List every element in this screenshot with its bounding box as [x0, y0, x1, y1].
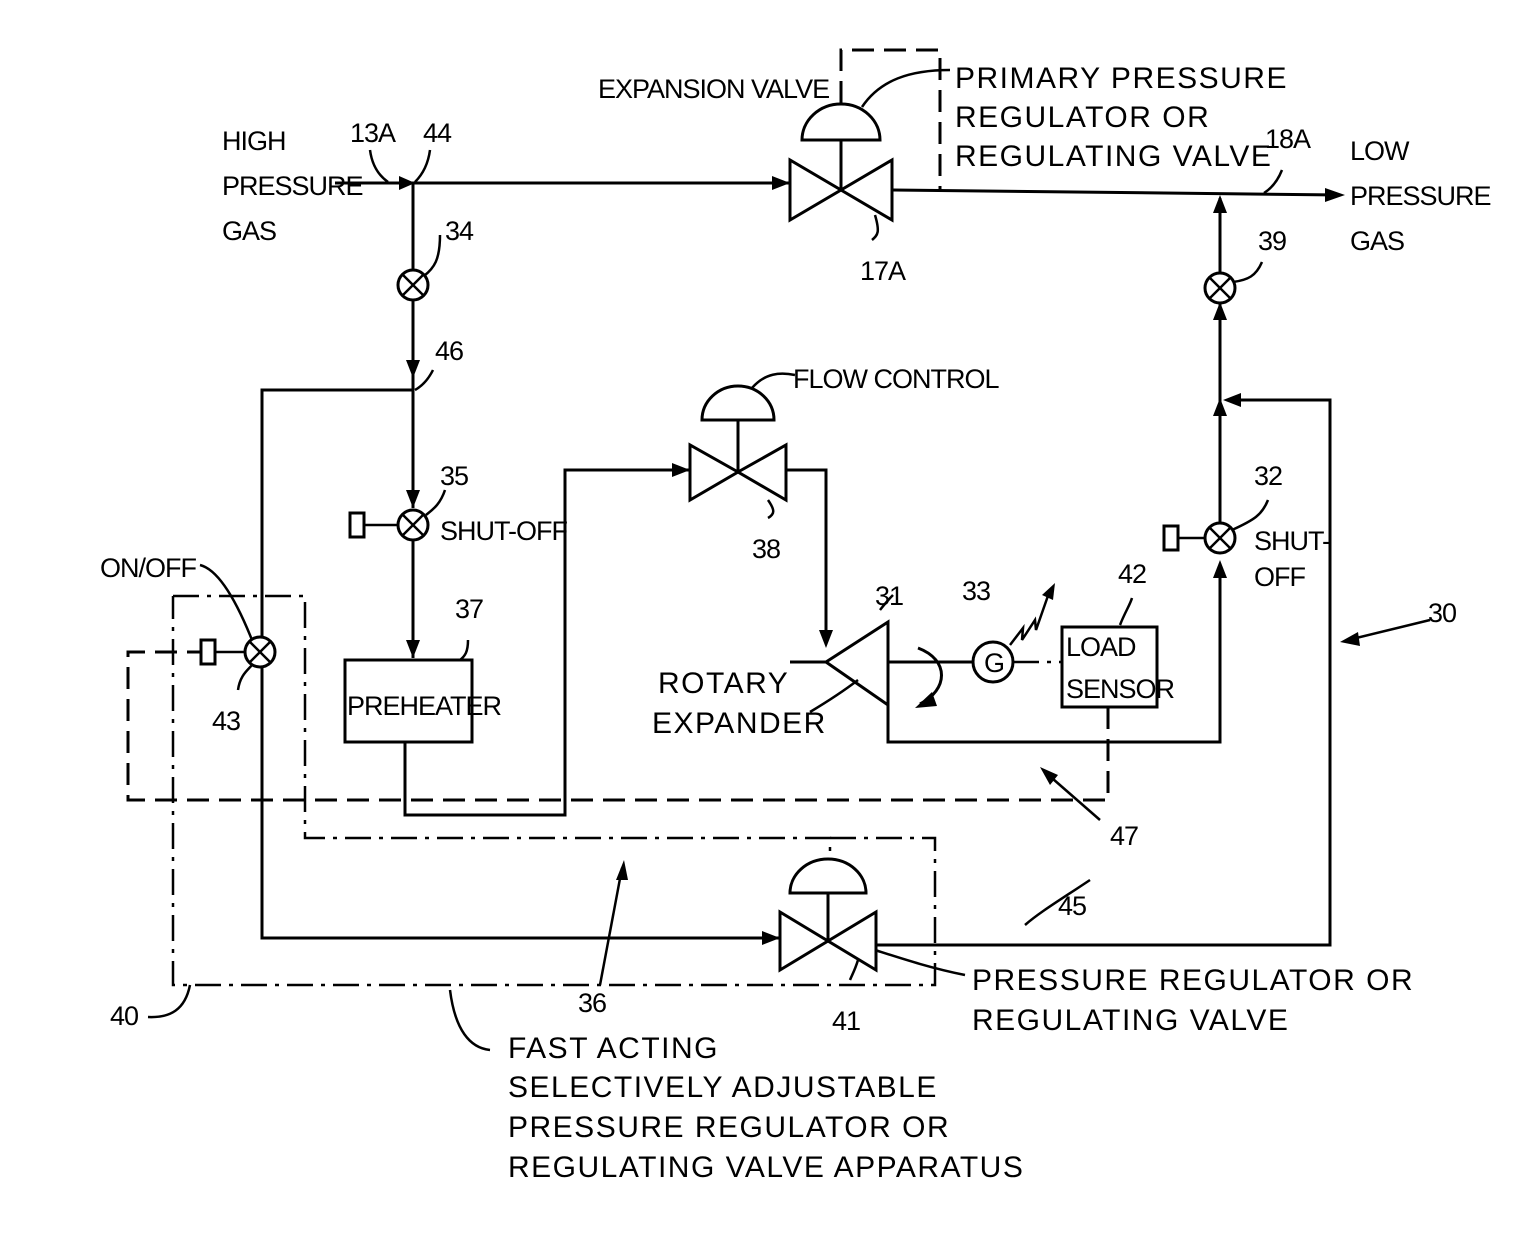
primary-regulator-label: PRIMARY PRESSURE REGULATOR OR REGULATING… — [955, 62, 1288, 173]
ref-36: 36 — [578, 988, 606, 1018]
ref-37: 37 — [455, 594, 483, 624]
svg-text:LOAD: LOAD — [1066, 632, 1136, 662]
shut-off-valve-32 — [1164, 523, 1235, 553]
svg-text:PRESSURE REGULATOR OR: PRESSURE REGULATOR OR — [508, 1111, 950, 1144]
ref-31: 31 — [875, 581, 903, 611]
ref-30: 30 — [1428, 598, 1456, 628]
svg-text:SENSOR: SENSOR — [1066, 674, 1175, 704]
svg-text:EXPANDER: EXPANDER — [652, 707, 827, 740]
ref-39: 39 — [1258, 226, 1286, 256]
ref-44: 44 — [423, 118, 452, 148]
ref-41: 41 — [832, 1006, 860, 1036]
flow-control-valve-38 — [690, 374, 795, 518]
valve-39 — [1205, 273, 1235, 303]
high-pressure-gas-label: HIGH PRESSURE GAS — [222, 126, 363, 246]
svg-text:LOW: LOW — [1350, 136, 1410, 166]
svg-text:PRESSURE REGULATOR OR: PRESSURE REGULATOR OR — [972, 964, 1414, 997]
ref-47: 47 — [1110, 821, 1138, 851]
ref-42: 42 — [1118, 559, 1146, 589]
on-off-valve-43 — [200, 565, 275, 690]
ref-40: 40 — [110, 1001, 138, 1031]
shut-off-35-label: SHUT-OFF — [440, 516, 567, 546]
svg-text:REGULATING VALVE: REGULATING VALVE — [955, 140, 1272, 173]
ref-13a: 13A — [350, 118, 396, 148]
flow-control-label: FLOW CONTROL — [793, 364, 999, 394]
generator-label: G — [984, 648, 1005, 678]
ref-17a: 17A — [860, 256, 906, 286]
right-branch-line — [1213, 195, 1227, 523]
svg-text:ROTARY: ROTARY — [658, 667, 789, 700]
ref-32: 32 — [1254, 461, 1282, 491]
svg-text:REGULATING VALVE: REGULATING VALVE — [972, 1004, 1289, 1037]
ref-arrows — [148, 150, 1430, 1050]
ref-43: 43 — [212, 706, 240, 736]
pressure-regulator-label: PRESSURE REGULATOR OR REGULATING VALVE — [972, 964, 1414, 1037]
left-branch-line — [406, 183, 420, 658]
svg-text:OFF: OFF — [1254, 562, 1305, 592]
control-line-36 — [173, 596, 935, 985]
svg-text:HIGH: HIGH — [222, 126, 286, 156]
ref-33: 33 — [962, 576, 990, 606]
svg-text:PRIMARY PRESSURE: PRIMARY PRESSURE — [955, 62, 1288, 95]
ref-46: 46 — [435, 336, 463, 366]
svg-text:REGULATOR OR: REGULATOR OR — [955, 101, 1210, 134]
svg-text:PRESSURE: PRESSURE — [222, 171, 363, 201]
shut-off-32-label: SHUT- OFF — [1254, 526, 1330, 592]
preheater-label: PREHEATER — [347, 691, 502, 721]
svg-text:REGULATING VALVE APPARATUS: REGULATING VALVE APPARATUS — [508, 1151, 1024, 1184]
ref-38: 38 — [752, 534, 780, 564]
svg-text:SHUT-: SHUT- — [1254, 526, 1330, 556]
rotary-expander-label: ROTARY EXPANDER — [652, 667, 827, 740]
expander-inlet-line — [786, 470, 833, 648]
shut-off-valve-35 — [350, 510, 428, 540]
svg-text:PRESSURE: PRESSURE — [1350, 181, 1491, 211]
pressure-regulator-41 — [780, 859, 965, 980]
ref-34: 34 — [445, 216, 474, 246]
on-off-label: ON/OFF — [100, 553, 196, 583]
fast-acting-label: FAST ACTING SELECTIVELY ADJUSTABLE PRESS… — [508, 1032, 1024, 1184]
svg-text:FAST ACTING: FAST ACTING — [508, 1032, 719, 1065]
low-pressure-gas-label: LOW PRESSURE GAS — [1350, 136, 1491, 256]
ref-35: 35 — [440, 461, 468, 491]
svg-text:GAS: GAS — [1350, 226, 1404, 256]
ref-45: 45 — [1058, 891, 1086, 921]
svg-text:GAS: GAS — [222, 216, 276, 246]
svg-text:SELECTIVELY ADJUSTABLE: SELECTIVELY ADJUSTABLE — [508, 1071, 938, 1104]
expansion-valve-label: EXPANSION VALVE — [598, 74, 829, 104]
ref-18a: 18A — [1265, 124, 1311, 154]
control-line-47 — [128, 652, 1108, 800]
valve-34 — [398, 270, 428, 300]
